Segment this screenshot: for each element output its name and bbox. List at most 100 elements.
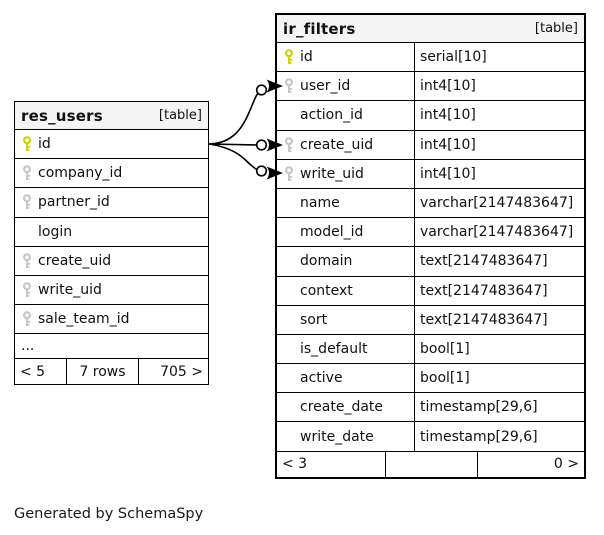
row-count-label: 7 rows	[66, 359, 138, 385]
column-row[interactable]: model_id varchar[2147483647]	[277, 218, 584, 248]
column-row[interactable]: id	[15, 130, 208, 160]
column-type: int4[10]	[420, 78, 476, 95]
zero-one-circle-user-id	[255, 84, 268, 96]
column-type: bool[1]	[420, 370, 470, 387]
column-name: write_uid	[38, 282, 102, 299]
column-type: text[2147483647]	[420, 253, 548, 270]
column-type: varchar[2147483647]	[420, 195, 574, 212]
column-name: id	[38, 136, 51, 153]
column-name-cell: login	[15, 218, 208, 246]
column-name-cell: context	[277, 276, 415, 305]
column-name-cell: create_uid	[15, 247, 208, 275]
column-row[interactable]: is_default bool[1]	[277, 334, 584, 365]
table-name[interactable]: ir_filters	[283, 19, 356, 38]
foreign-key-icon	[20, 165, 33, 181]
column-name-cell: id	[277, 43, 415, 72]
column-name: domain	[300, 253, 353, 270]
column-row[interactable]: login	[15, 217, 208, 247]
column-name: login	[38, 223, 73, 240]
column-name-cell: write_uid	[15, 276, 208, 304]
column-name: write_uid	[300, 165, 364, 182]
more-columns-ellipsis[interactable]: ...	[15, 334, 208, 360]
column-name-cell: partner_id	[15, 188, 208, 216]
zero-one-circle-create-uid	[255, 139, 268, 151]
children-count-link[interactable]: < 3	[282, 456, 308, 473]
column-name: model_id	[300, 224, 364, 241]
column-row[interactable]: action_id int4[10]	[277, 101, 584, 131]
column-name: partner_id	[38, 194, 110, 211]
column-name: create_uid	[38, 252, 112, 269]
column-row[interactable]: write_uid	[15, 275, 208, 306]
column-name: sort	[300, 311, 328, 328]
column-type: varchar[2147483647]	[420, 224, 574, 241]
column-type: text[2147483647]	[420, 311, 548, 328]
key-glyph	[22, 136, 31, 152]
column-type: int4[10]	[420, 165, 476, 182]
column-row[interactable]: domain text[2147483647]	[277, 247, 584, 277]
column-row[interactable]: write_uid int4[10]	[277, 159, 584, 189]
column-row[interactable]: sale_team_id	[15, 305, 208, 335]
parents-count-link[interactable]: 0 >	[477, 451, 584, 477]
foreign-key-icon	[20, 282, 33, 298]
column-type: int4[10]	[420, 136, 476, 153]
column-type: bool[1]	[420, 340, 470, 357]
column-name: name	[300, 195, 340, 212]
key-glyph	[22, 165, 31, 181]
column-row[interactable]: company_id	[15, 159, 208, 189]
column-row[interactable]: partner_id	[15, 188, 208, 218]
column-row[interactable]: create_uid int4[10]	[277, 130, 584, 160]
column-row[interactable]: active bool[1]	[277, 364, 584, 394]
foreign-key-icon	[282, 78, 295, 94]
parents-count-link[interactable]: 705 >	[138, 359, 208, 385]
foreign-key-icon	[282, 166, 295, 182]
column-name: sale_team_id	[38, 311, 130, 328]
table-type-tag: [table]	[534, 21, 578, 36]
table-type-tag: [table]	[158, 108, 202, 123]
table-footer: < 3 0 >	[277, 451, 584, 477]
children-count-link[interactable]: < 5	[20, 363, 46, 380]
primary-key-icon	[20, 136, 33, 152]
table-name[interactable]: res_users	[21, 106, 103, 125]
column-name-cell: is_default	[277, 334, 415, 364]
key-glyph	[22, 282, 31, 298]
fk-line-create-uid	[208, 143, 257, 146]
column-type: timestamp[29,6]	[420, 399, 538, 416]
column-name-cell: write_date	[277, 422, 415, 451]
foreign-key-icon	[20, 194, 33, 210]
key-glyph	[22, 253, 31, 268]
column-row[interactable]: create_uid	[15, 246, 208, 276]
schemaspy-credit: Generated by SchemaSpy	[14, 506, 204, 522]
column-name: create_date	[300, 399, 384, 416]
column-name-cell: sort	[277, 305, 415, 334]
column-row[interactable]: user_id int4[10]	[277, 72, 584, 102]
column-name-cell: company_id	[15, 159, 208, 187]
column-name: action_id	[300, 107, 363, 124]
column-name-cell: active	[277, 364, 415, 393]
primary-key-icon	[282, 49, 295, 65]
key-glyph	[284, 136, 293, 152]
column-name: active	[300, 370, 343, 387]
column-row[interactable]: name varchar[2147483647]	[277, 188, 584, 219]
foreign-key-icon	[20, 311, 33, 327]
column-name: is_default	[300, 340, 368, 357]
key-glyph	[284, 166, 293, 181]
column-name: write_date	[300, 428, 374, 445]
column-name-cell: sale_team_id	[15, 305, 208, 333]
column-name: company_id	[38, 165, 123, 182]
column-name-cell: write_uid	[277, 159, 415, 188]
column-name-cell: domain	[277, 247, 415, 276]
column-name-cell: create_uid	[277, 130, 415, 159]
zero-one-circle-write-uid	[255, 165, 268, 177]
table-header: ir_filters [table]	[277, 15, 584, 43]
column-name-cell: user_id	[277, 72, 415, 101]
column-type: int4[10]	[420, 107, 476, 124]
table-res-users[interactable]: res_users [table] id company_id partner_id…	[14, 101, 209, 386]
column-row[interactable]: sort text[2147483647]	[277, 305, 584, 335]
column-row[interactable]: create_date timestamp[29,6]	[277, 393, 584, 423]
